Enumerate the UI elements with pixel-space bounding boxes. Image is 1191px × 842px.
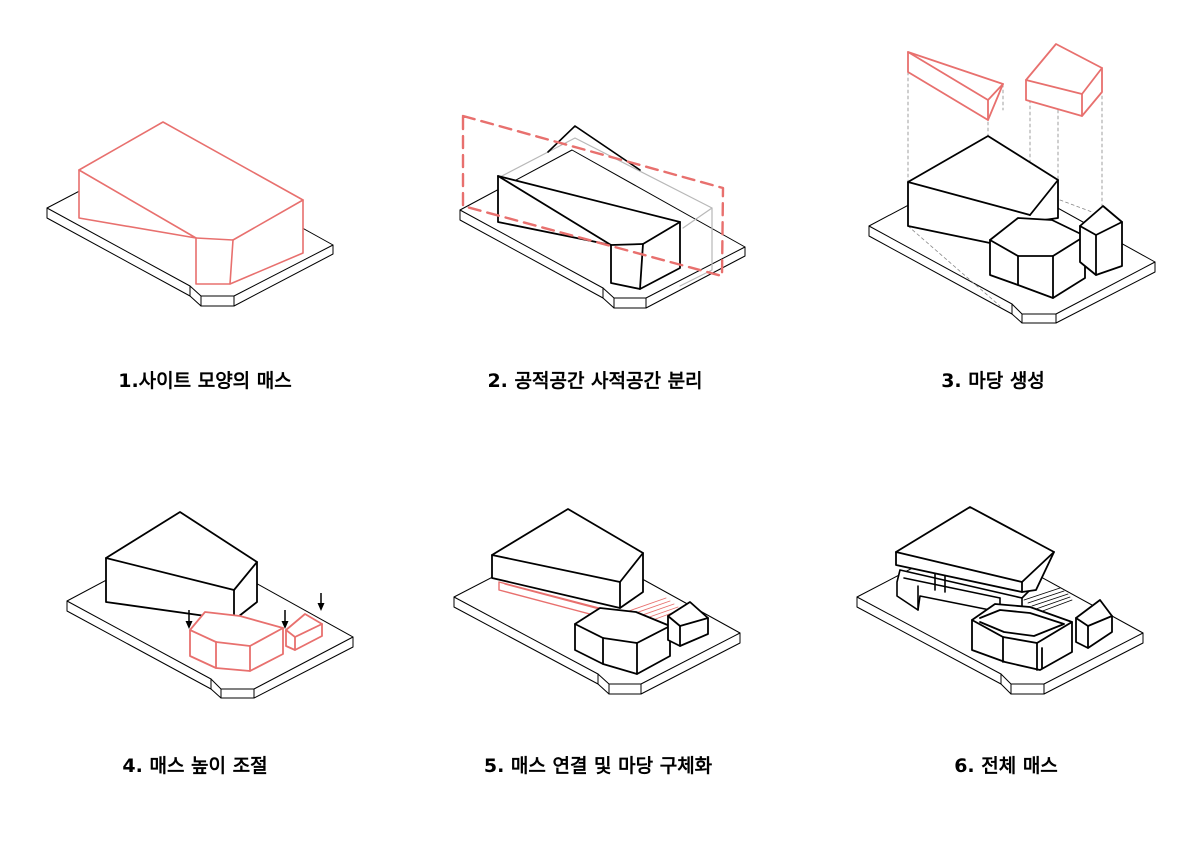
dividing-plane bbox=[461, 114, 725, 278]
step-5-caption: 5. 매스 연결 및 마당 구체화 bbox=[483, 755, 713, 777]
tall-mass bbox=[491, 508, 644, 609]
courtyard-block-a bbox=[574, 607, 671, 675]
private-mass-wedge bbox=[547, 125, 641, 171]
courtyard-block-a bbox=[989, 217, 1086, 299]
public-mass bbox=[497, 175, 681, 290]
step-2-drawing bbox=[459, 114, 746, 309]
step-3-caption: 3. 마당 생성 bbox=[941, 370, 1045, 392]
lower-mass bbox=[907, 135, 1059, 244]
step-6-caption: 6. 전체 매스 bbox=[954, 755, 1058, 777]
step-4-drawing bbox=[66, 511, 354, 699]
courtyard-block-b bbox=[1075, 599, 1113, 649]
step-3-drawing bbox=[868, 43, 1156, 324]
step-2-caption: 2. 공적공간 사적공간 분리 bbox=[487, 370, 703, 392]
step-4-caption: 4. 매스 높이 조절 bbox=[122, 755, 268, 777]
stair-detail bbox=[1023, 587, 1073, 613]
lowered-block-b bbox=[285, 613, 323, 651]
lowered-block-a bbox=[189, 611, 284, 672]
tall-mass bbox=[105, 511, 258, 621]
step-5-drawing bbox=[453, 508, 741, 695]
lifted-block bbox=[1025, 43, 1103, 117]
step-1-caption: 1.사이트 모양의 매스 bbox=[118, 370, 292, 392]
site-shaped-mass bbox=[78, 121, 304, 285]
overhanging-roof bbox=[895, 506, 1055, 593]
courtyard-block-a bbox=[971, 603, 1073, 671]
courtyard-block-b bbox=[667, 601, 709, 647]
lifted-wedge bbox=[907, 51, 1004, 121]
step-6-drawing bbox=[856, 506, 1144, 695]
down-arrow-icon bbox=[185, 593, 325, 629]
step-1-drawing bbox=[46, 121, 334, 307]
courtyard-block-b bbox=[1079, 205, 1123, 276]
